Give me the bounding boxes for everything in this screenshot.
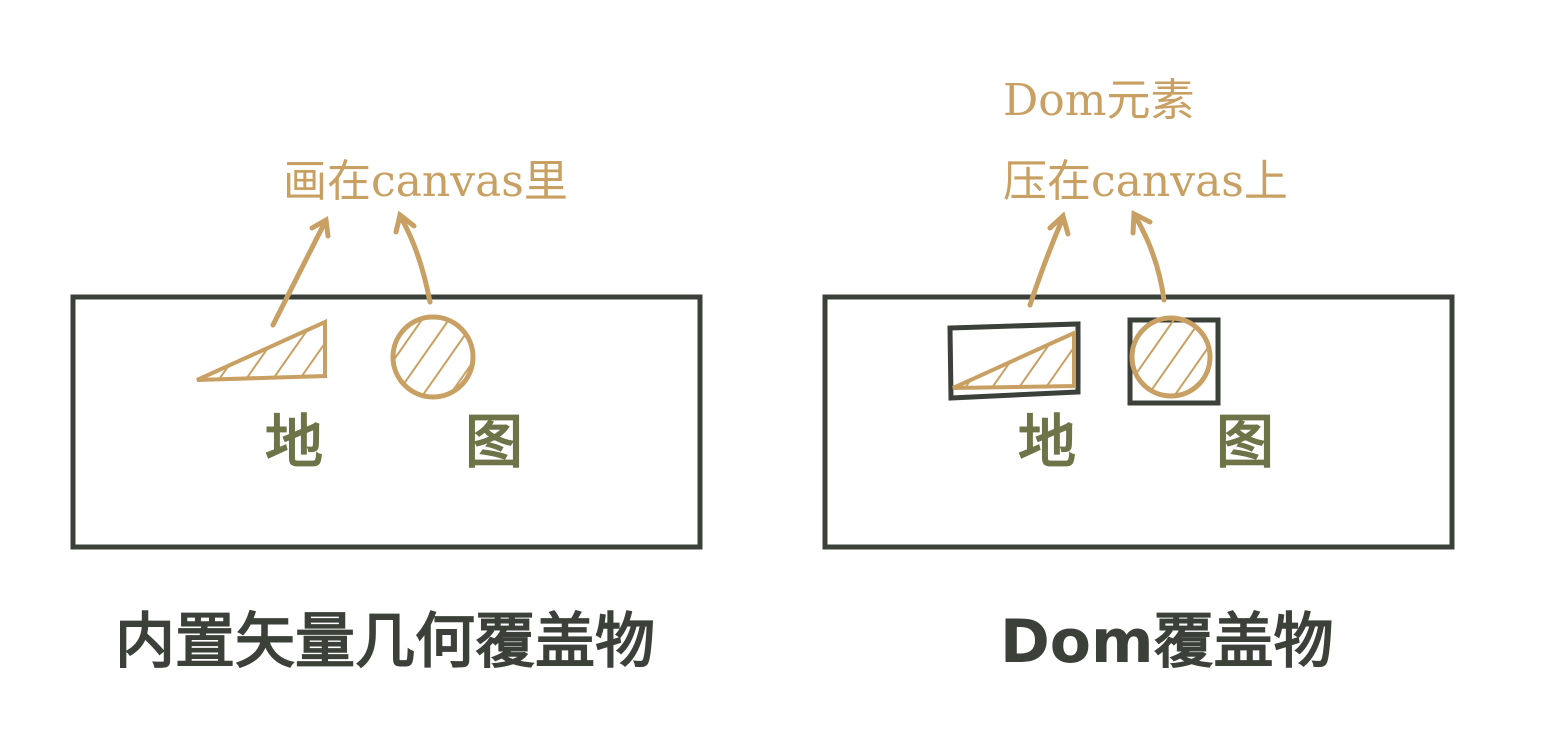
left-arrow-1 [270,215,331,328]
right-panel: Dom元素 压在canvas上 地 图 Dom覆盖物 [822,75,1455,677]
left-caption: 内置矢量几何覆盖物 [115,607,655,677]
right-annotation-line2: 压在canvas上 [1003,156,1288,207]
right-arrow-2 [1130,210,1167,303]
left-panel: 画在canvas里 地 图 内置矢量几何覆盖物 [70,156,703,677]
left-map-char-1: 地 [265,408,323,476]
left-circle-overlay [390,314,476,400]
right-arrow-1 [1027,211,1071,308]
right-annotation-line1: Dom元素 [1003,75,1195,126]
right-map-char-2: 图 [1216,408,1274,476]
left-annotation: 画在canvas里 [283,156,568,207]
left-map-char-2: 图 [465,408,523,476]
right-circle-overlay [1129,315,1213,399]
right-triangle-overlay [952,329,1076,390]
right-caption: Dom覆盖物 [1000,607,1334,677]
left-arrow-2 [393,210,433,305]
right-map-char-1: 地 [1018,408,1076,476]
right-map-frame [822,294,1455,550]
left-triangle-overlay [196,318,327,382]
left-map-frame [70,294,703,550]
right-triangle-box [947,321,1081,401]
